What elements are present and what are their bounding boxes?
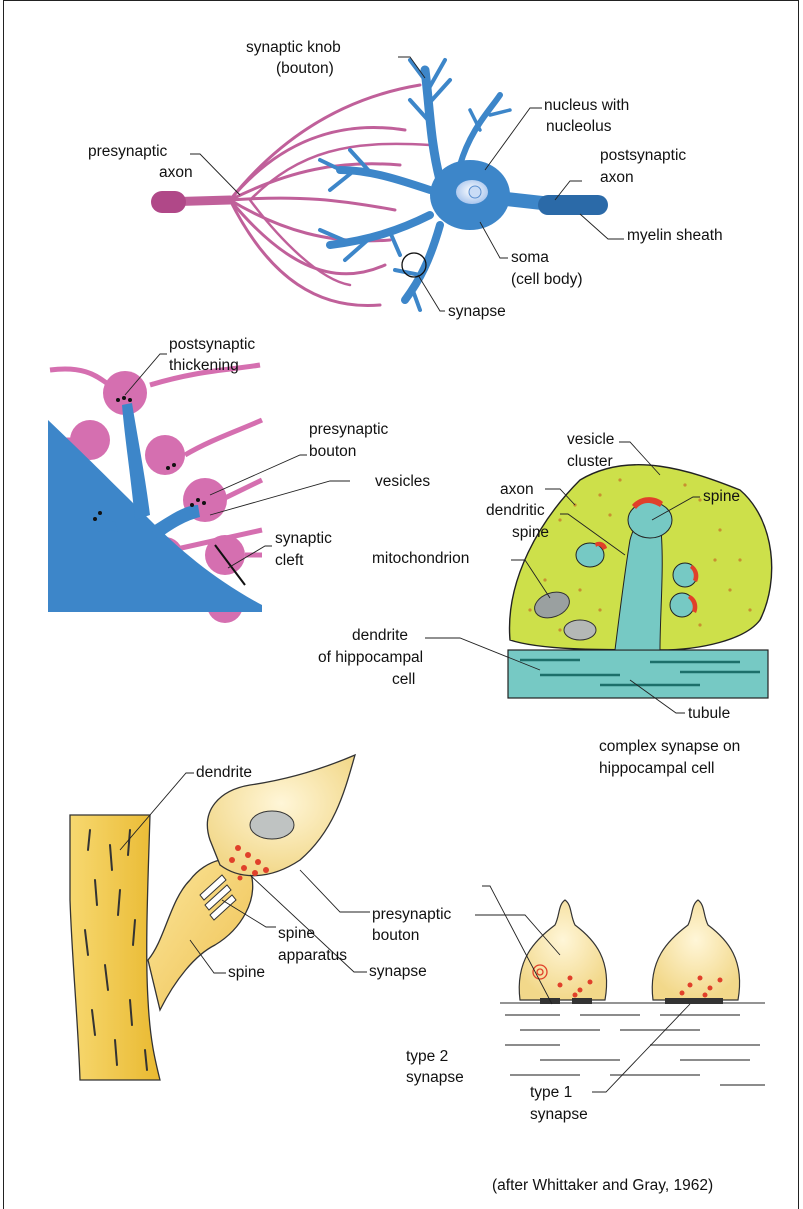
label-myelin-sheath: myelin sheath <box>627 227 723 244</box>
label-presynaptic-axon: axon <box>159 164 193 181</box>
label-dendrite-hippo-3: cell <box>392 671 415 688</box>
caption-complex-synapse-1: complex synapse on <box>599 738 740 755</box>
label-nucleus: nucleus with <box>544 97 629 114</box>
label-bouton: (bouton) <box>276 60 334 77</box>
label-presynaptic-bouton-bottom-2: bouton <box>372 927 419 944</box>
label-type1-1: type 1 <box>530 1084 572 1101</box>
label-spine-right: spine <box>703 488 740 505</box>
label-type1-2: synapse <box>530 1106 588 1123</box>
label-type2-1: type 2 <box>406 1048 448 1065</box>
label-presynaptic-bouton-bottom-1: presynaptic <box>372 906 452 923</box>
caption-complex-synapse-2: hippocampal cell <box>599 760 714 777</box>
label-dendrite-bottom: dendrite <box>196 764 252 781</box>
label-dendrite-hippo-2: of hippocampal <box>318 649 423 666</box>
type2-bouton <box>519 900 606 1000</box>
label-postsynaptic-thickening-2: thickening <box>169 357 239 374</box>
credit-text: (after Whittaker and Gray, 1962) <box>492 1177 713 1194</box>
label-vesicle-cluster-2: cluster <box>567 453 613 470</box>
label-spine-apparatus-2: apparatus <box>278 947 347 964</box>
synapse-types-panel <box>500 900 765 1085</box>
label-postsynaptic: postsynaptic <box>600 147 686 164</box>
label-spine-apparatus-1: spine <box>278 925 315 942</box>
bouton-mitochondrion <box>250 811 294 839</box>
label-soma: soma <box>511 249 549 266</box>
type1-bouton <box>652 900 739 1000</box>
label-synapse-top: synapse <box>448 303 506 320</box>
spine-shape <box>148 859 253 1010</box>
label-synaptic-knob: synaptic knob <box>246 39 341 56</box>
label-vesicles: vesicles <box>375 473 430 490</box>
label-synaptic-cleft-1: synaptic <box>275 530 332 547</box>
label-postsynaptic-axon: axon <box>600 169 634 186</box>
spine-panel <box>70 755 355 1080</box>
dendrite-boutons-panel <box>48 365 262 623</box>
label-type2-2: synapse <box>406 1069 464 1086</box>
label-dendritic-spine-1: dendritic <box>486 502 545 519</box>
label-spine-bottom: spine <box>228 964 265 981</box>
label-presynaptic-bouton-mid-1: presynaptic <box>309 421 389 438</box>
label-synapse-bottom: synapse <box>369 963 427 980</box>
label-postsynaptic-thickening-1: postsynaptic <box>169 336 255 353</box>
label-presynaptic-bouton-mid-2: bouton <box>309 443 356 460</box>
nucleolus-shape <box>469 186 481 198</box>
label-nucleolus: nucleolus <box>546 118 612 135</box>
label-presynaptic: presynaptic <box>88 143 168 160</box>
label-vesicle-cluster-1: vesicle <box>567 431 614 448</box>
postsynaptic-lines <box>505 1015 765 1085</box>
label-axon-right: axon <box>500 481 534 498</box>
label-cell-body: (cell body) <box>511 271 583 288</box>
label-mitochondrion: mitochondrion <box>372 550 469 567</box>
label-dendrite-hippo-1: dendrite <box>352 627 408 644</box>
label-tubule: tubule <box>688 705 730 722</box>
type1-density <box>665 998 723 1004</box>
presynaptic-axon-shape <box>162 85 430 306</box>
label-dendritic-spine-2: spine <box>512 524 549 541</box>
label-synaptic-cleft-2: cleft <box>275 552 304 569</box>
